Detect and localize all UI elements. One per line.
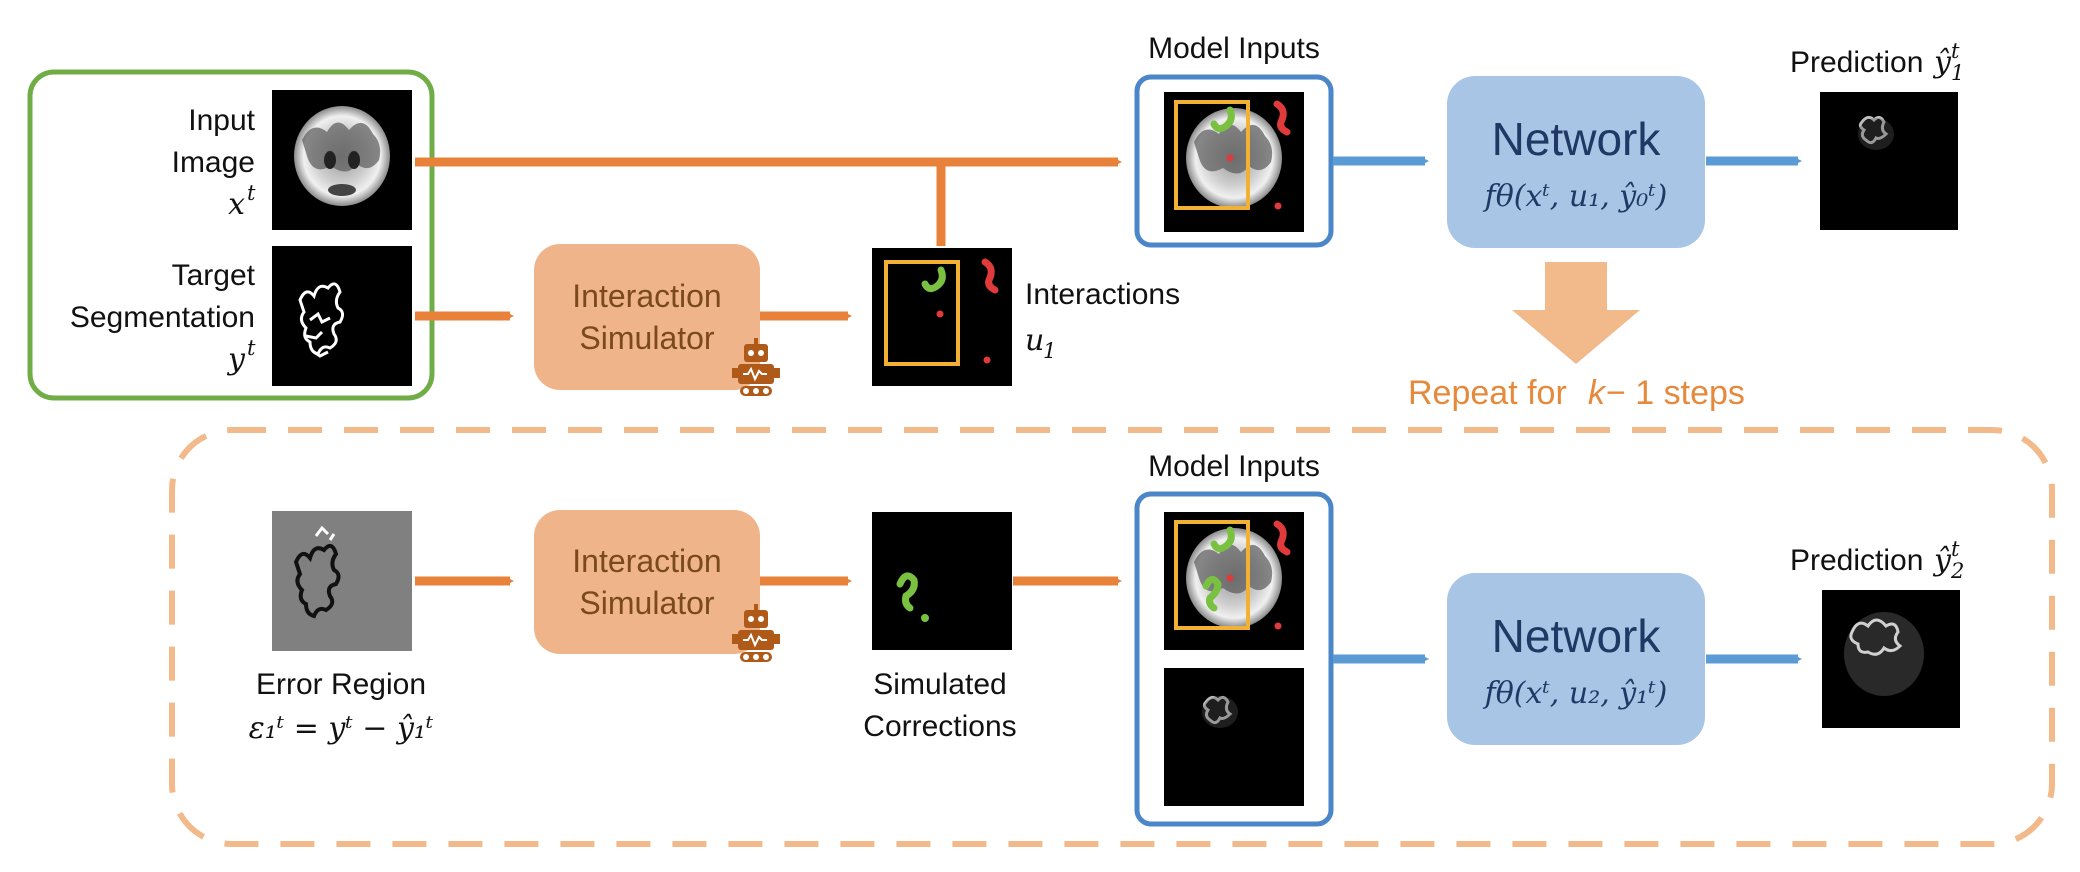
svg-text:Prediction: Prediction [1790,46,1923,79]
target-segmentation-thumbnail [272,246,412,386]
sim-top-line1: Interaction [572,278,721,314]
target-sup: t [247,336,256,360]
interactions-sub: 1 [1043,339,1056,363]
model-inputs-bottom-image-thumbnail [1164,512,1304,650]
target-var: y [226,342,246,377]
model-inputs-top-thumbnail [1164,92,1304,232]
network-bottom-formula: fθ(xᵗ, u₂, ŷ₁ᵗ) [1483,676,1668,711]
model-inputs-bottom-prediction-thumbnail [1164,668,1304,806]
prediction-bottom-label: Prediction ŷ 2 t [1790,537,1964,583]
network-top-title: Network [1492,113,1662,165]
error-region-formula: ε₁ᵗ = yᵗ − ŷ₁ᵗ [249,711,434,746]
input-image-label-line1: Input [188,104,255,137]
error-region-thumbnail [272,511,412,651]
interactions-label: Interactions [1025,278,1180,311]
error-region-label: Error Region [256,668,426,701]
input-image-sup: t [247,181,256,205]
svg-text:ŷ: ŷ [1932,543,1952,578]
interaction-simulator-bottom [534,510,760,654]
svg-text:2: 2 [1950,559,1964,583]
sim-bottom-line1: Interaction [572,543,721,579]
interactions-thumbnail [872,248,1012,386]
svg-text:− 1 steps: − 1 steps [1606,374,1745,412]
repeat-region-box [169,427,2055,847]
svg-text:k: k [1588,374,1607,412]
svg-text:Repeat for: Repeat for [1408,374,1567,412]
input-group-box [27,69,435,401]
network-top-box [1447,76,1705,248]
svg-text:ŷ: ŷ [1932,45,1952,80]
sim-bottom-line2: Simulator [579,585,715,621]
target-label-line2: Segmentation [70,301,255,334]
interaction-simulator-top [534,244,760,390]
svg-text:1: 1 [1951,61,1964,85]
robot-icon [732,604,780,662]
network-top-formula: fθ(xᵗ, u₁, ŷ₀ᵗ) [1483,179,1668,214]
input-image-label-line2: Image [172,146,255,179]
network-bottom-title: Network [1492,610,1662,662]
robot-icon [732,338,780,396]
input-image-thumbnail [272,90,412,230]
model-inputs-top-label: Model Inputs [1148,32,1320,65]
repeat-arrow [1512,262,1640,364]
prediction-top-thumbnail [1820,92,1958,230]
svg-text:t: t [1951,39,1960,63]
interactions-var: u [1025,323,1044,358]
prediction-top-label: Prediction ŷ 1 t [1790,39,1964,85]
sim-top-line2: Simulator [579,320,715,356]
repeat-label: Repeat for k − 1 steps [1408,374,1745,412]
model-inputs-bottom-box [1134,491,1334,827]
prediction-bottom-thumbnail [1822,590,1960,728]
network-bottom-box [1447,573,1705,745]
simulated-corrections-thumbnail [872,512,1012,650]
corrections-label-line2: Corrections [863,710,1016,743]
model-inputs-top-box [1134,74,1334,248]
svg-text:t: t [1951,537,1960,561]
target-label-line1: Target [172,259,256,292]
svg-text:Prediction: Prediction [1790,544,1923,577]
corrections-label-line1: Simulated [873,668,1006,701]
model-inputs-bottom-label: Model Inputs [1148,450,1320,483]
input-image-var: x [228,187,245,222]
